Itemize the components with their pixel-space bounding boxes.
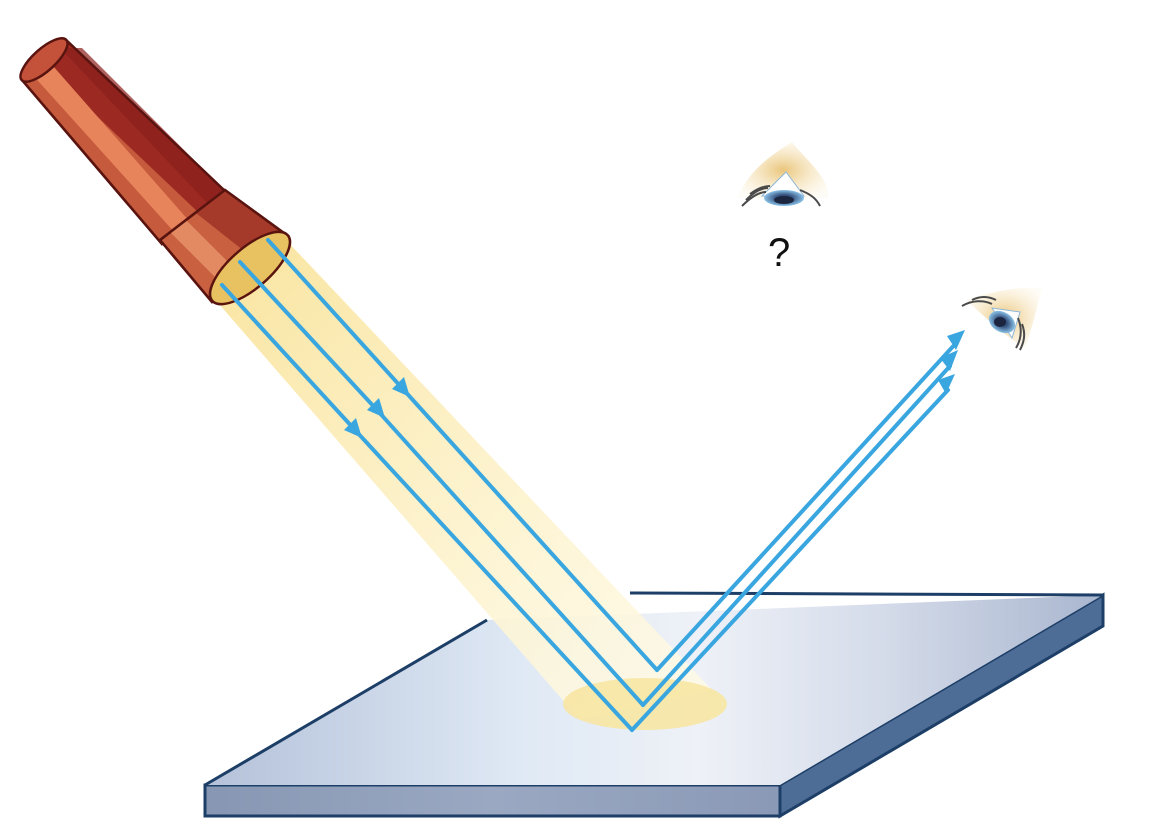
incident-rays — [220, 238, 659, 732]
question-mark-label: ? — [768, 231, 790, 275]
mirror-front-edge — [203, 783, 782, 818]
flashlight-icon — [19, 37, 292, 306]
arrowhead-icon — [947, 330, 965, 350]
arrowhead-icon — [940, 350, 958, 371]
reflected-arrowheads — [938, 330, 965, 394]
incident-ray-3 — [266, 238, 404, 390]
reflected-ray-3 — [655, 340, 959, 672]
eye-icon-observer-1 — [738, 142, 829, 207]
arrowhead-icon — [344, 418, 362, 438]
incident-arrowheads — [344, 377, 410, 438]
mirror-top-outline — [204, 618, 488, 787]
arrowhead-icon — [938, 374, 955, 394]
reflected-rays — [630, 340, 959, 732]
arrowhead-icon — [392, 377, 410, 397]
reflected-ray-2 — [641, 364, 952, 707]
reflected-ray-1 — [630, 388, 950, 732]
mirror-back-outline — [629, 591, 1104, 597]
arrowhead-icon — [367, 398, 385, 418]
incident-ray-1 — [220, 283, 357, 432]
light-beam — [212, 240, 712, 720]
incident-ray-2 — [238, 260, 379, 412]
eye-icon-observer-2 — [961, 287, 1042, 351]
flashlight-lens — [208, 230, 292, 306]
